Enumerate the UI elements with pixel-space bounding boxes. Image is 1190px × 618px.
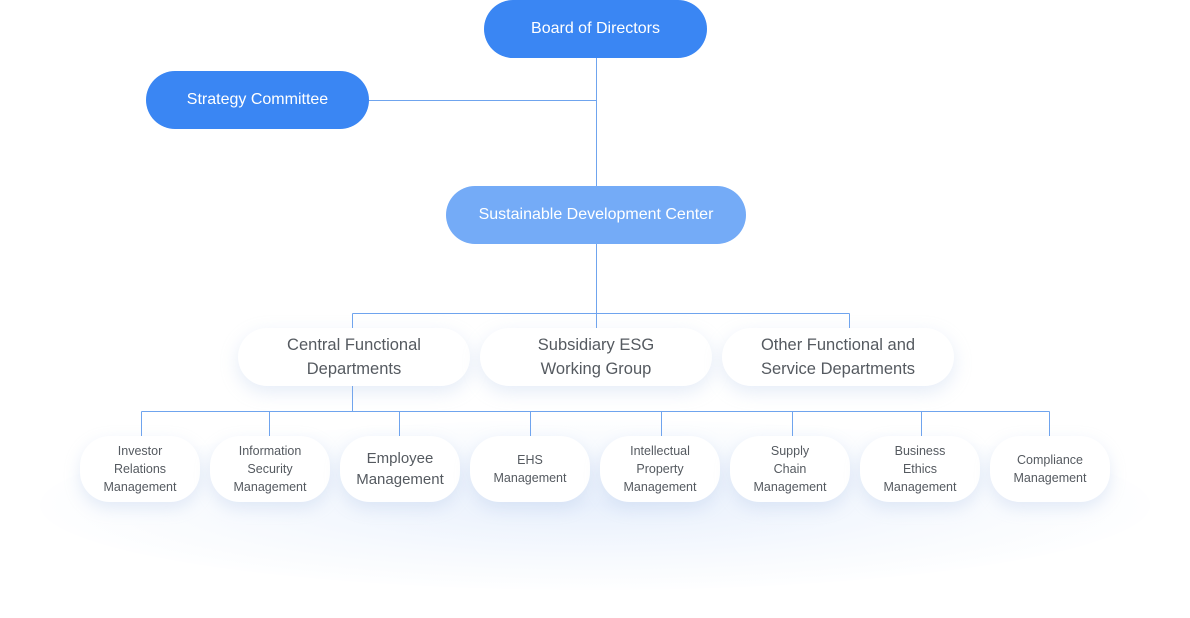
unit-node-ehs: EHS Management (470, 436, 590, 502)
unit-label: Compliance Management (1013, 453, 1087, 485)
unit-node-investor-relations: Investor Relations Management (80, 436, 200, 502)
unit-node-information-security: Information Security Management (210, 436, 330, 502)
department-node-subsidiary: Subsidiary ESG Working Group (480, 328, 712, 386)
unit-node-intellectual-property: Intellectual Property Management (600, 436, 720, 502)
board-of-directors-label: Board of Directors (531, 20, 660, 37)
unit-node-compliance: Compliance Management (990, 436, 1110, 502)
department-label: Other Functional and Service Departments (760, 336, 916, 378)
unit-label: Investor Relations Management (103, 444, 177, 494)
unit-label: Business Ethics Management (883, 444, 957, 494)
department-label: Subsidiary ESG Working Group (537, 336, 655, 378)
sustainable-development-center-node: Sustainable Development Center (446, 186, 746, 244)
unit-label: Information Security Management (233, 444, 307, 494)
unit-node-business-ethics: Business Ethics Management (860, 436, 980, 502)
strategy-committee-node: Strategy Committee (146, 71, 369, 129)
unit-label: Employee Management (356, 450, 444, 488)
sustainable-development-center-label: Sustainable Development Center (478, 206, 714, 223)
department-node-central: Central Functional Departments (238, 328, 470, 386)
unit-label: Intellectual Property Management (623, 444, 697, 494)
department-node-other: Other Functional and Service Departments (722, 328, 954, 386)
unit-node-employee: Employee Management (340, 436, 460, 502)
strategy-committee-label: Strategy Committee (186, 91, 329, 108)
unit-label: EHS Management (493, 453, 567, 485)
unit-label: Supply Chain Management (753, 444, 827, 494)
department-label: Central Functional Departments (287, 336, 421, 378)
unit-node-supply-chain: Supply Chain Management (730, 436, 850, 502)
board-of-directors-node: Board of Directors (484, 0, 707, 58)
